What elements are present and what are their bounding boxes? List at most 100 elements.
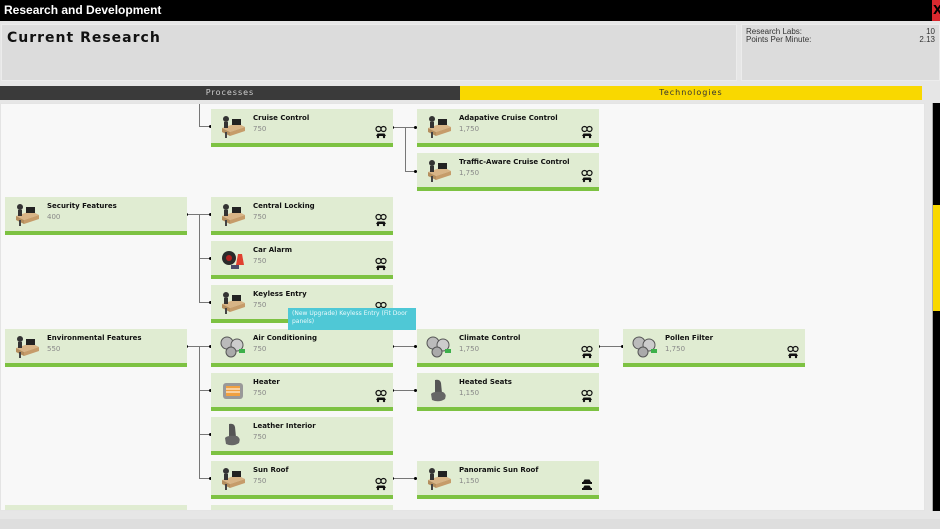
node-cost: 750 (253, 213, 267, 221)
node-cost: 750 (253, 257, 267, 265)
desk-icon (425, 113, 453, 141)
desk-icon (425, 465, 453, 493)
current-research-panel: Current Research (1, 24, 737, 81)
infinity-car-icon (580, 345, 594, 359)
node-cost: 1,750 (459, 345, 480, 353)
tech-node-pollen-filter[interactable]: Pollen Filter 1,750 (623, 329, 805, 367)
tech-node-adaptive-cruise-control[interactable]: Adapative Cruise Control 1,750 (417, 109, 599, 147)
desk-icon (425, 157, 453, 185)
node-cost: 400 (47, 213, 61, 221)
connector (199, 214, 211, 215)
node-name: Panoramic Sun Roof (459, 466, 539, 474)
node-cost: 550 (47, 345, 61, 353)
tech-node-traffic-aware-cruise-control[interactable]: Traffic-Aware Cruise Control 1,750 (417, 153, 599, 191)
infinity-car-icon (786, 345, 800, 359)
tech-node-sun-roof[interactable]: Sun Roof 750 (211, 461, 393, 499)
connector (199, 346, 200, 479)
connector (199, 346, 211, 347)
desk-icon (219, 289, 247, 317)
stat-value: 2.13 (919, 35, 935, 44)
infinity-car-icon (374, 257, 388, 271)
node-name: Heater (253, 378, 280, 386)
stat-research-labs: Research Labs: 10 (746, 27, 935, 37)
connector-dot (414, 345, 417, 348)
close-button[interactable]: X (932, 0, 940, 21)
alarm-icon (219, 245, 247, 273)
connector (393, 346, 417, 347)
connector (199, 258, 211, 259)
title-bar: Research and Development X (0, 0, 940, 21)
connector (199, 478, 211, 479)
infinity-car-icon (374, 389, 388, 403)
connector (199, 390, 211, 391)
node-cost: 750 (253, 389, 267, 397)
node-cost: 1,150 (459, 477, 480, 485)
desk-icon (219, 201, 247, 229)
connector (199, 104, 200, 126)
infinity-car-icon (374, 125, 388, 139)
infinity-car-icon (580, 389, 594, 403)
node-name: Traffic-Aware Cruise Control (459, 158, 570, 166)
infinity-car-icon (374, 213, 388, 227)
connector-dot (209, 433, 212, 436)
tech-tree-canvas[interactable]: Cruise Control 750 Adapative Cruise Cont… (0, 103, 925, 511)
tech-node-cruise-control[interactable]: Cruise Control 750 (211, 109, 393, 147)
connector-dot (209, 257, 212, 260)
connector-dot (209, 301, 212, 304)
tech-node-partial[interactable] (211, 505, 393, 510)
node-cost: 1,750 (665, 345, 686, 353)
tab-processes[interactable]: Processes (0, 86, 460, 100)
node-name: Pollen Filter (665, 334, 714, 342)
tech-node-environmental-features[interactable]: Environmental Features 550 (5, 329, 187, 367)
tech-node-central-locking[interactable]: Central Locking 750 (211, 197, 393, 235)
tech-node-heater[interactable]: Heater 750 (211, 373, 393, 411)
connector-dot (209, 345, 212, 348)
node-cost: 750 (253, 125, 267, 133)
tech-node-air-conditioning[interactable]: Air Conditioning 750 (211, 329, 393, 367)
ac-unit-icon (425, 333, 453, 361)
stat-points-per-minute: Points Per Minute: 2.13 (746, 35, 935, 45)
tech-node-partial[interactable] (5, 505, 187, 510)
node-cost: 1,150 (459, 389, 480, 397)
node-cost: 750 (253, 433, 267, 441)
scrollbar-thumb[interactable] (933, 205, 940, 311)
infinity-car-icon (580, 169, 594, 183)
node-name: Keyless Entry (253, 290, 307, 298)
connector-dot (209, 477, 212, 480)
connector (405, 171, 417, 172)
stat-value: 10 (926, 27, 935, 36)
node-name: Cruise Control (253, 114, 310, 122)
tech-node-security-features[interactable]: Security Features 400 (5, 197, 187, 235)
ac-unit-icon (219, 333, 247, 361)
stat-label: Points Per Minute: (746, 35, 812, 44)
tech-node-car-alarm[interactable]: Car Alarm 750 (211, 241, 393, 279)
tooltip: (New Upgrade) Keyless Entry (Fit Door pa… (288, 308, 416, 330)
connector-dot (414, 126, 417, 129)
tech-node-heated-seats[interactable]: Heated Seats 1,150 (417, 373, 599, 411)
node-name: Sun Roof (253, 466, 289, 474)
two-cars-icon (580, 477, 594, 491)
node-cost: 750 (253, 477, 267, 485)
bottom-bar (0, 519, 940, 529)
node-name: Heated Seats (459, 378, 512, 386)
tech-node-leather-interior[interactable]: Leather Interior 750 (211, 417, 393, 455)
infinity-car-icon (580, 125, 594, 139)
node-cost: 1,750 (459, 125, 480, 133)
vertical-scrollbar[interactable] (932, 103, 940, 511)
connector (599, 346, 623, 347)
connector (405, 127, 406, 172)
connector (199, 302, 211, 303)
connector-dot (209, 125, 212, 128)
stats-panel: Research Labs: 10 Points Per Minute: 2.1… (741, 24, 940, 81)
current-research-title: Current Research (7, 30, 161, 46)
desk-icon (13, 333, 41, 361)
tab-technologies[interactable]: Technologies (460, 86, 922, 100)
connector-dot (414, 170, 417, 173)
connector-dot (209, 389, 212, 392)
tech-node-panoramic-sun-roof[interactable]: Panoramic Sun Roof 1,150 (417, 461, 599, 499)
node-name: Air Conditioning (253, 334, 317, 342)
tech-node-climate-control[interactable]: Climate Control 1,750 (417, 329, 599, 367)
desk-icon (13, 201, 41, 229)
connector (393, 390, 417, 391)
connector (187, 214, 199, 215)
